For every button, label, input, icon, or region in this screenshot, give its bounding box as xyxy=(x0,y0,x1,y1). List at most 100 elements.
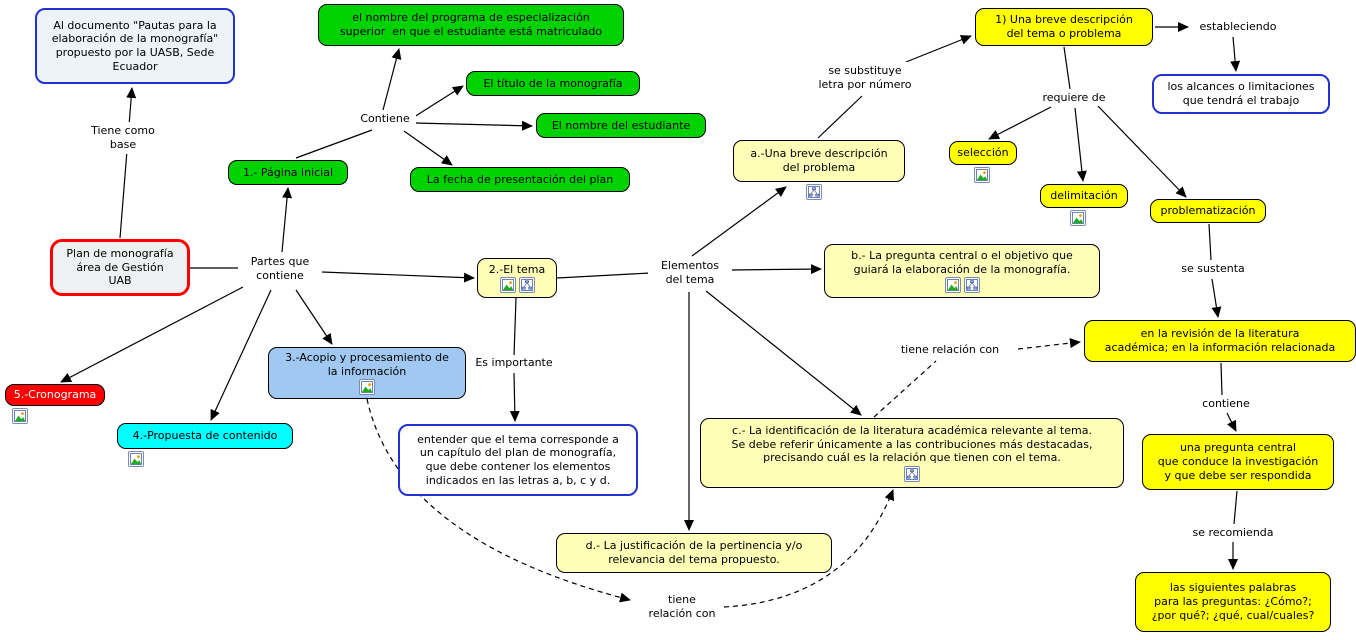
node-palabras-preguntas[interactable]: las siguientes palabras para las pregunt… xyxy=(1135,572,1331,632)
node-entender-tema[interactable]: entender que el tema corresponde a un ca… xyxy=(398,424,638,496)
edge-partes-propuesta xyxy=(210,289,272,421)
node-d-justificacion[interactable]: d.- La justificación de la pertinencia y… xyxy=(556,533,832,573)
node-pregunta-central-label: una pregunta central que conduce la inve… xyxy=(1157,441,1319,482)
link-requiere-de[interactable]: requiere de xyxy=(1036,90,1112,106)
link-tiene-relacion-2[interactable]: tiene relación con xyxy=(884,342,1016,359)
edge-contiene2-preguntacentral xyxy=(1226,412,1237,432)
node-b-label: b.- La pregunta central o el objetivo qu… xyxy=(851,248,1073,276)
node-seleccion[interactable]: selección xyxy=(949,141,1017,165)
node-descripcion-tema-problema[interactable]: 1) Una breve descripción del tema o prob… xyxy=(975,8,1153,46)
node-el-tema[interactable]: 2.-El tema xyxy=(477,258,557,298)
edge-elementos-c xyxy=(705,290,862,416)
link-elementos-del-tema[interactable]: Elementos del tema xyxy=(648,257,732,289)
link-se-sustenta[interactable]: se sustenta xyxy=(1174,261,1252,277)
node-al-documento[interactable]: Al documento "Pautas para la elaboración… xyxy=(35,8,235,84)
node-alcances-limitaciones[interactable]: los alcances o limitaciones que tendrá e… xyxy=(1152,74,1330,114)
node-palabras-label: las siguientes palabras para las pregunt… xyxy=(1151,581,1315,622)
edge-esimportante-entender xyxy=(509,372,520,422)
image-resource-icon[interactable] xyxy=(359,379,375,396)
edge-elementos-a xyxy=(691,186,787,257)
edge-contiene-nombre xyxy=(414,120,533,131)
edge-elementos-b xyxy=(730,264,822,275)
node-titulo-monografia[interactable]: El título de la monografía xyxy=(466,71,640,96)
node-c-label: c.- La identificación de la literatura a… xyxy=(731,423,1093,465)
node-titulo-label: El título de la monografía xyxy=(483,76,623,90)
node-programa-label: el nombre del programa de especializació… xyxy=(339,11,603,38)
edge-a-sesubstituye xyxy=(817,95,863,139)
link-tiene-como-base[interactable]: Tiene como base xyxy=(80,122,166,154)
node-programa-especializacion[interactable]: el nombre del programa de especializació… xyxy=(318,4,624,46)
link-tiene-relacion-1[interactable]: tiene relación con xyxy=(640,591,724,623)
node-plan-monografia-label: Plan de monografía área de Gestión UAB xyxy=(66,246,174,288)
node-delimitacion[interactable]: delimitación xyxy=(1040,184,1128,208)
edge-contiene-programa xyxy=(382,48,402,111)
node-al-documento-label: Al documento "Pautas para la elaboración… xyxy=(51,18,219,73)
edge-partes-acopio xyxy=(295,289,333,345)
link-se-substituye[interactable]: se substituye letra por número xyxy=(806,62,924,94)
edge-partes-eltema xyxy=(321,271,475,283)
edge-eltema-esimportante xyxy=(513,297,517,357)
node-nombre-estudiante[interactable]: El nombre del estudiante xyxy=(536,113,706,138)
node-b-pregunta-central[interactable]: b.- La pregunta central o el objetivo qu… xyxy=(824,244,1100,298)
edge-preguntacentral-serecomienda xyxy=(1233,490,1238,525)
node-entender-label: entender que el tema corresponde a un ca… xyxy=(417,432,619,487)
link-contiene-2[interactable]: contiene xyxy=(1196,396,1256,412)
node-pregunta-central[interactable]: una pregunta central que conduce la inve… xyxy=(1142,434,1334,490)
edge-pagina-contiene xyxy=(295,129,373,159)
edge-tienerelacion2-revision xyxy=(1017,338,1081,350)
link-contiene[interactable]: Contiene xyxy=(354,111,416,127)
resource-icons xyxy=(499,277,535,294)
link-es-importante[interactable]: Es importante xyxy=(466,355,562,371)
edge-partes-cronograma xyxy=(60,286,244,383)
edge-requiere-problematizacion xyxy=(1096,104,1187,198)
node-plan-monografia[interactable]: Plan de monografía área de Gestión UAB xyxy=(50,239,190,296)
resource-icons xyxy=(944,277,980,294)
node-revision-literatura[interactable]: en la revisión de la literatura académic… xyxy=(1084,320,1356,362)
edge-acopio-tienerelacion1 xyxy=(366,398,631,603)
node-delimitacion-label: delimitación xyxy=(1050,189,1118,203)
image-resource-icon[interactable] xyxy=(974,167,990,183)
edge-estableciendo-alcances xyxy=(1230,36,1241,72)
edge-sesustenta-revision xyxy=(1211,278,1222,318)
link-se-recomienda[interactable]: se recomienda xyxy=(1184,525,1282,541)
cmap-resource-icon[interactable] xyxy=(963,277,980,294)
node-problematizacion[interactable]: problematización xyxy=(1150,199,1266,223)
edge-revision-contiene2 xyxy=(1220,362,1223,396)
edge-sesubstituye-uno xyxy=(905,35,972,63)
node-propuesta-contenido[interactable]: 4.-Propuesta de contenido xyxy=(117,423,293,449)
node-acopio-informacion[interactable]: 3.-Acopio y procesamiento de la informac… xyxy=(268,347,466,399)
edge-uno-requiere xyxy=(1063,46,1071,90)
resource-icons xyxy=(904,466,920,483)
edge-contiene-titulo xyxy=(413,85,464,118)
node-nombre-estudiante-label: El nombre del estudiante xyxy=(551,118,691,132)
node-a-descripcion-problema[interactable]: a.-Una breve descripción del problema xyxy=(733,140,905,182)
cmap-resource-icon[interactable] xyxy=(904,466,920,483)
node-propuesta-label: 4.-Propuesta de contenido xyxy=(132,429,278,443)
link-estableciendo[interactable]: estableciendo xyxy=(1192,19,1284,35)
node-el-tema-label: 2.-El tema xyxy=(488,262,546,276)
edge-requiere-seleccion xyxy=(988,106,1052,140)
edge-eltema-elementos xyxy=(556,272,651,279)
image-resource-icon[interactable] xyxy=(12,408,28,424)
image-resource-icon[interactable] xyxy=(1070,210,1086,226)
edge-c-tienerelacion2 xyxy=(873,360,937,418)
node-pagina-inicial[interactable]: 1.- Página inicial xyxy=(228,160,348,185)
node-cronograma[interactable]: 5.-Cronograma xyxy=(5,384,105,406)
edge-partes-paginainicial xyxy=(281,187,293,253)
node-fecha-label: La fecha de presentación del plan xyxy=(426,172,614,186)
node-c-identificacion-literatura[interactable]: c.- La identificación de la literatura a… xyxy=(700,418,1124,488)
node-fecha-presentacion[interactable]: La fecha de presentación del plan xyxy=(410,167,630,192)
cmap-resource-icon[interactable] xyxy=(806,184,822,200)
edge-tienebase-aldocumento xyxy=(119,87,137,239)
cmap-resource-icon[interactable] xyxy=(518,277,535,294)
image-resource-icon[interactable] xyxy=(128,451,144,467)
edge-problematizacion-sesustenta xyxy=(1208,223,1212,261)
image-resource-icon[interactable] xyxy=(499,277,516,294)
image-resource-icon[interactable] xyxy=(944,277,961,294)
link-partes-que-contiene[interactable]: Partes que contiene xyxy=(238,253,322,285)
edge-requiere-delimitacion xyxy=(1074,107,1087,182)
node-a-label: a.-Una breve descripción del problema xyxy=(750,147,888,174)
edge-contiene-fecha xyxy=(403,130,453,166)
node-pagina-inicial-label: 1.- Página inicial xyxy=(242,165,334,179)
